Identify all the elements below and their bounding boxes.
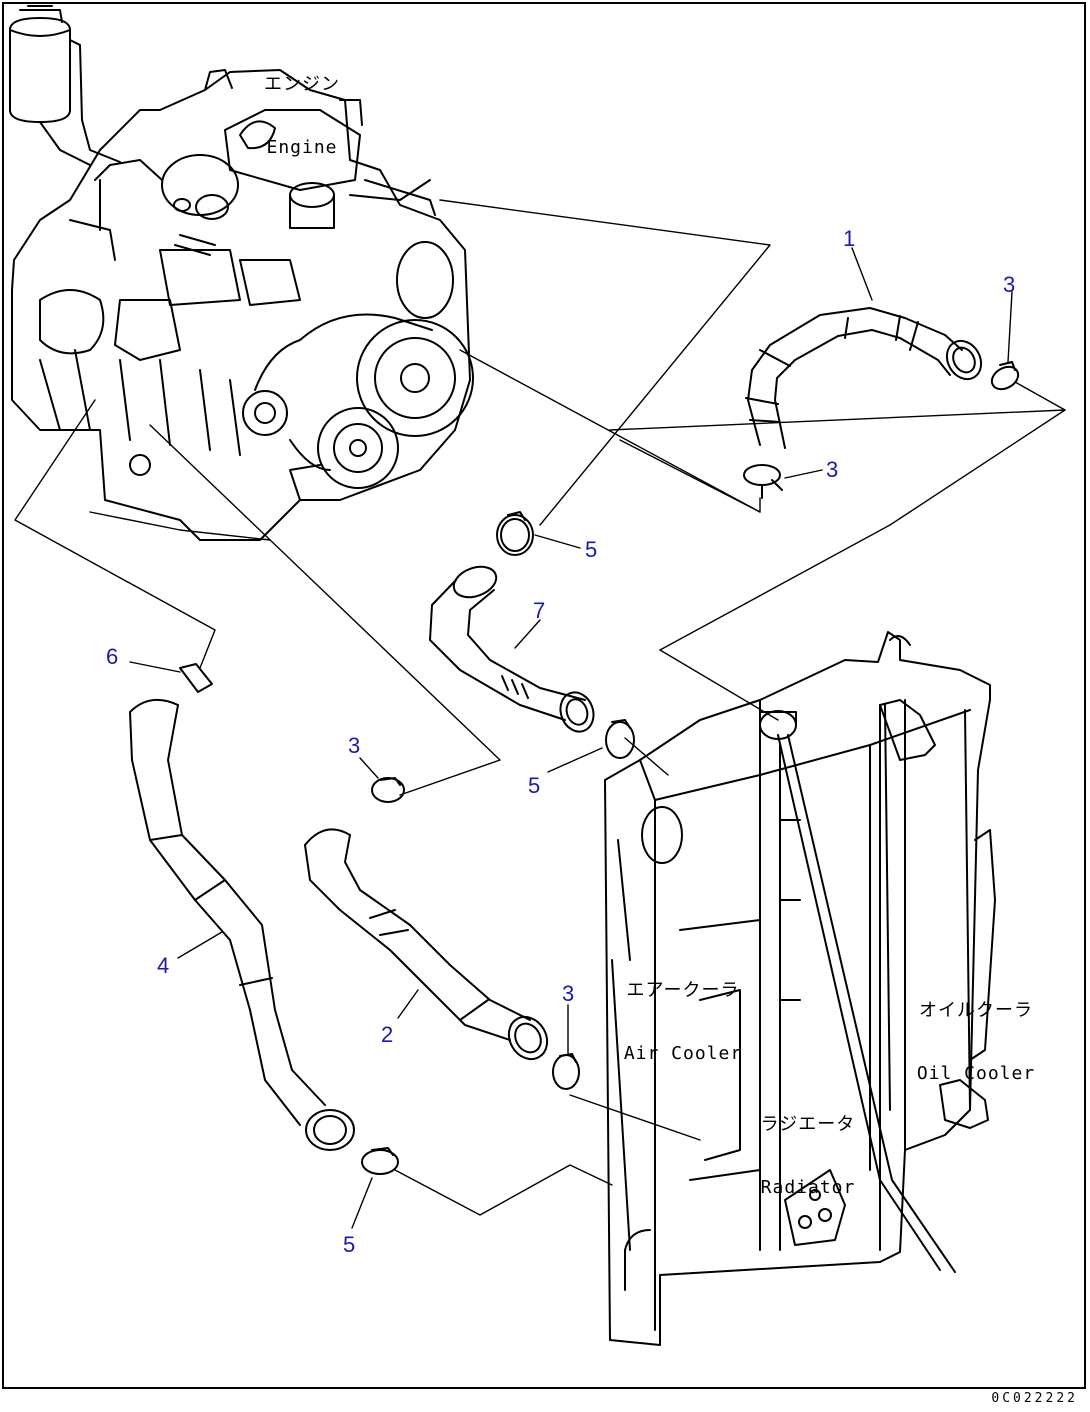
engine-label-jp: エンジン: [264, 74, 340, 95]
oil-cooler-label-en: Oil Cooler: [916, 1063, 1036, 1084]
air-cooler-label: エアークーラ Air Cooler: [608, 938, 758, 1106]
clamps: [361, 361, 1020, 1175]
callout-5: 5: [343, 1232, 356, 1257]
hose-4: [129, 663, 355, 1151]
callout-3: 3: [826, 457, 839, 482]
radiator-label-jp: ラジエータ: [760, 1114, 856, 1135]
radiator-label: ラジエータ Radiator: [748, 1072, 868, 1240]
air-cooler-label-en: Air Cooler: [623, 1043, 743, 1064]
oil-cooler-label-jp: オイルクーラ: [919, 1000, 1033, 1021]
callout-2: 2: [381, 1022, 394, 1047]
leader-lines: [14, 199, 1066, 1229]
hose-7: [429, 565, 595, 733]
callout-5: 5: [585, 537, 598, 562]
callout-6: 6: [106, 644, 119, 669]
callout-3: 3: [562, 981, 575, 1006]
engine-assembly: [9, 5, 474, 541]
radiator-assembly: [604, 631, 996, 1346]
callout-5: 5: [528, 773, 541, 798]
engine-label: エンジン Engine: [252, 32, 352, 200]
callout-4: 4: [157, 953, 170, 978]
callout-1: 1: [843, 226, 856, 251]
oil-cooler-label: オイルクーラ Oil Cooler: [906, 958, 1046, 1126]
callout-7: 7: [533, 598, 546, 623]
callout-3: 3: [348, 733, 361, 758]
radiator-label-en: Radiator: [760, 1177, 856, 1198]
callout-3: 3: [1003, 272, 1016, 297]
hose-1: [745, 307, 983, 449]
diagram-frame: [2, 2, 1086, 1389]
engine-label-en: Engine: [266, 137, 338, 158]
hose-2: [304, 828, 549, 1061]
drawing-id: 0C022222: [991, 1391, 1078, 1406]
air-cooler-label-jp: エアークーラ: [626, 980, 740, 1001]
